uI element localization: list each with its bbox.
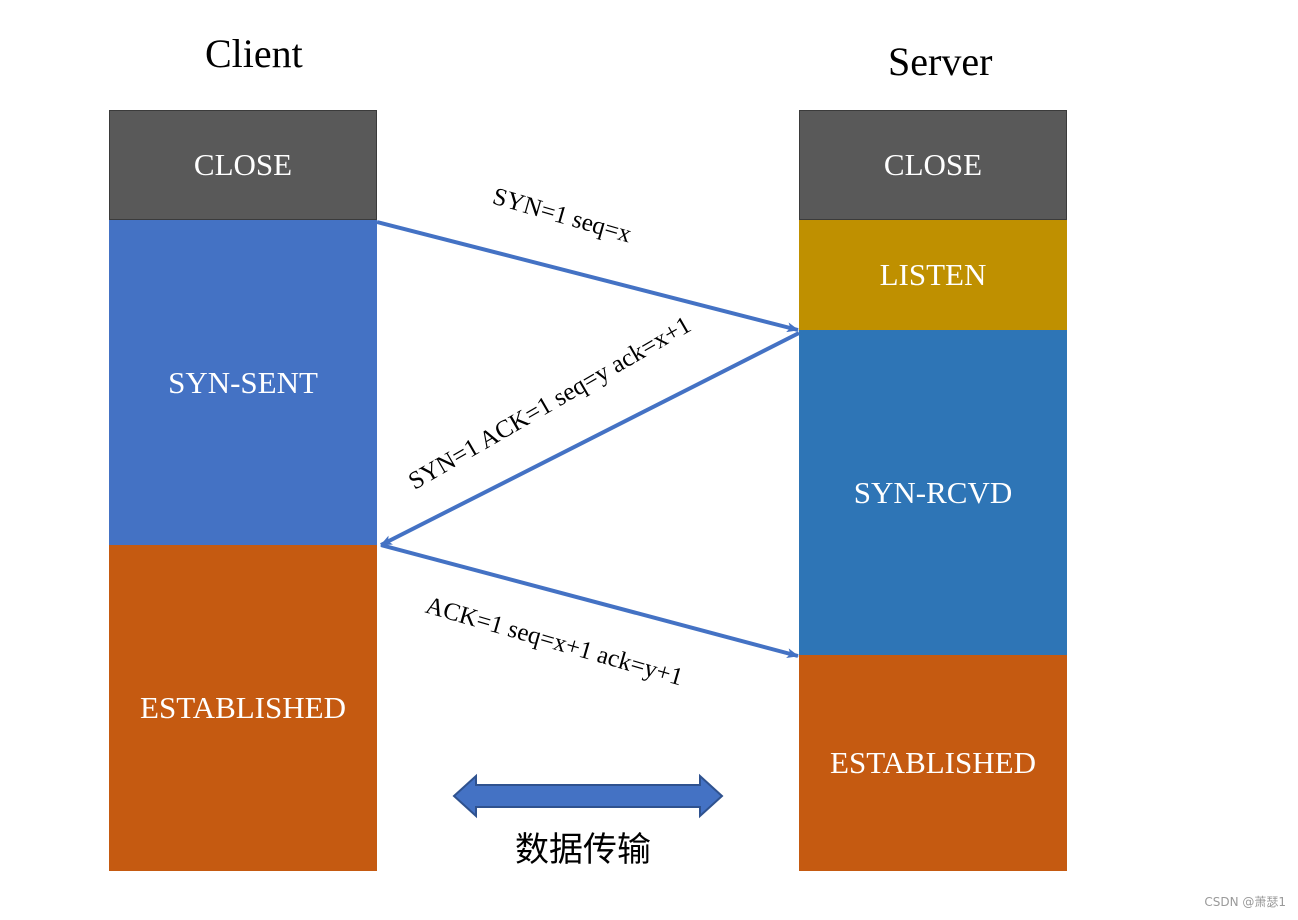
client-state-established: ESTABLISHED	[109, 545, 377, 871]
client-title: Client	[205, 31, 303, 76]
server-state-listen-label: LISTEN	[879, 257, 987, 292]
client-state-established-label: ESTABLISHED	[140, 690, 346, 725]
syn-ack-arrow	[380, 331, 800, 547]
client-state-close: CLOSE	[109, 110, 377, 220]
server-state-syn-rcvd-label: SYN-RCVD	[853, 474, 1013, 510]
client-state-syn-sent: SYN-SENT	[109, 220, 377, 545]
watermark: CSDN @萧瑟1	[1204, 895, 1286, 909]
server-state-established: ESTABLISHED	[799, 655, 1067, 871]
data-transfer-double-arrow-icon	[452, 773, 724, 819]
client-state-close-label: CLOSE	[193, 147, 293, 182]
client-state-syn-sent-label: SYN-SENT	[168, 364, 318, 400]
server-state-syn-rcvd: SYN-RCVD	[799, 330, 1067, 655]
server-state-close: CLOSE	[799, 110, 1067, 220]
server-state-listen: LISTEN	[799, 220, 1067, 330]
data-transfer-label: 数据传输	[515, 830, 651, 870]
syn-arrow	[376, 220, 799, 333]
server-state-close-label: CLOSE	[883, 147, 983, 182]
server-title: Server	[888, 39, 993, 84]
ack-arrow	[380, 543, 799, 659]
server-state-established-label: ESTABLISHED	[830, 745, 1036, 780]
